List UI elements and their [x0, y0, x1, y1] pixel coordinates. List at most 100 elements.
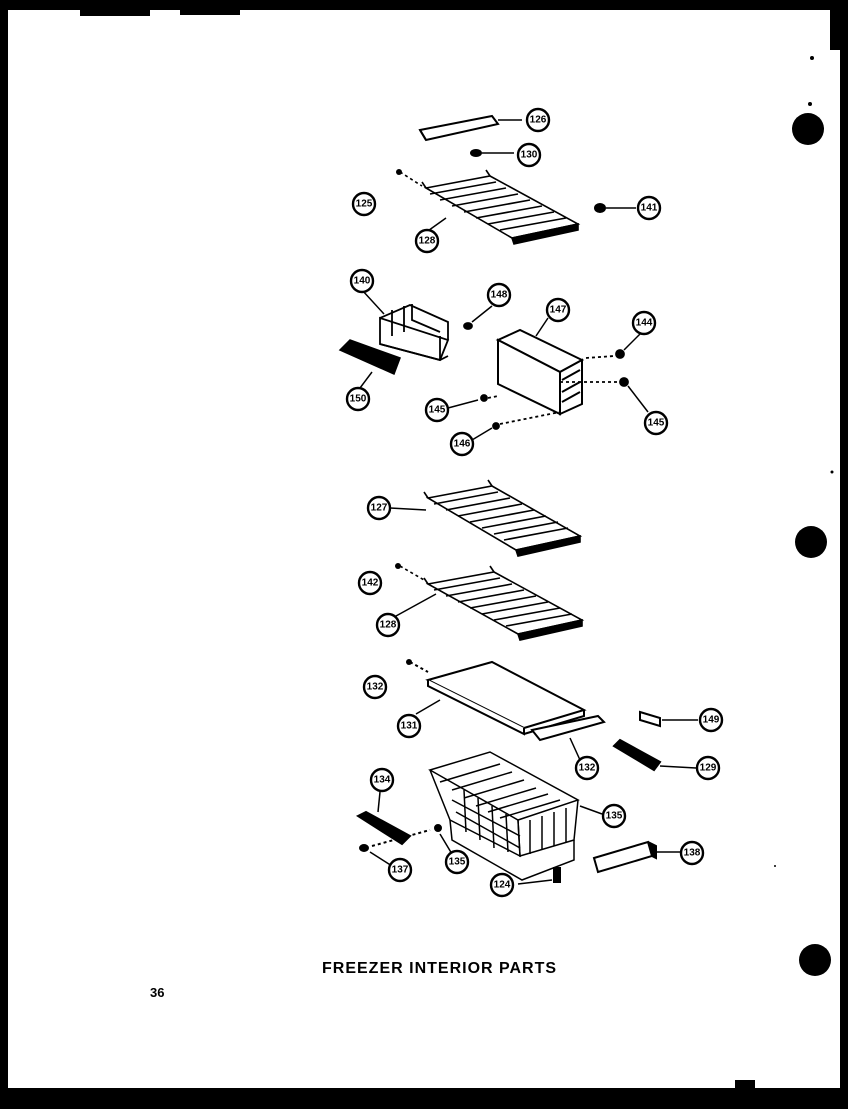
binder-hole-top	[792, 113, 824, 145]
callout-bubble	[631, 310, 657, 336]
callout-bubble	[387, 857, 413, 883]
callout-c7: 148	[486, 282, 512, 308]
part-front-trim-132	[530, 714, 606, 761]
part-stud-142	[395, 563, 401, 569]
callout-label: 149	[703, 715, 720, 726]
callout-label: 147	[550, 305, 567, 316]
callout-label: 131	[401, 721, 418, 732]
part-pin-124	[517, 867, 561, 885]
callout-bubble	[444, 849, 470, 875]
callout-label: 128	[380, 620, 397, 631]
callout-label: 130	[521, 150, 538, 161]
callout-bubble	[357, 570, 383, 596]
binder-hole-middle	[795, 526, 827, 558]
callout-label: 127	[371, 503, 388, 514]
callout-c4: 128	[414, 228, 440, 254]
callout-label: 124	[494, 880, 511, 891]
callout-label: 144	[636, 318, 653, 329]
callout-c12: 145	[643, 410, 669, 436]
callout-c2: 130	[516, 142, 542, 168]
callout-label: 142	[362, 578, 379, 589]
callout-c15: 142	[357, 570, 383, 596]
callout-c19: 149	[698, 707, 724, 733]
callout-bubble	[375, 612, 401, 638]
callout-c17: 132	[362, 674, 388, 700]
callout-label: 128	[419, 236, 436, 247]
callout-bubble	[695, 755, 721, 781]
callout-label: 140	[354, 276, 371, 287]
part-stud-132	[406, 659, 412, 665]
callout-c3: 125	[351, 191, 377, 217]
binder-hole-bottom	[799, 944, 831, 976]
part-wire-basket-136	[428, 751, 603, 881]
callout-label: 132	[367, 682, 384, 693]
callout-bubble	[698, 707, 724, 733]
callout-label: 148	[491, 290, 508, 301]
part-clip-144	[560, 333, 649, 413]
callout-c24: 137	[387, 857, 413, 883]
callout-bubble	[486, 282, 512, 308]
callout-c16: 128	[375, 612, 401, 638]
callout-label: 146	[454, 439, 471, 450]
part-front-cover-138	[592, 840, 680, 874]
part-screws-145-146	[447, 394, 561, 441]
callout-bubble	[396, 713, 422, 739]
callout-bubble	[349, 268, 375, 294]
callout-bubble	[679, 840, 705, 866]
callout-c13: 146	[449, 431, 475, 457]
callout-c18: 131	[396, 713, 422, 739]
callout-label: 126	[530, 115, 547, 126]
callout-label: 134	[374, 775, 391, 786]
callout-label: 129	[700, 763, 717, 774]
callout-bubble	[636, 195, 662, 221]
callout-label: 145	[648, 418, 665, 429]
part-clip-141	[594, 203, 636, 213]
callout-label: 132	[579, 763, 596, 774]
callout-c5: 141	[636, 195, 662, 221]
part-rail-134	[355, 791, 453, 867]
part-stud-125	[396, 169, 402, 175]
callout-bubble	[345, 386, 371, 412]
callout-label: 141	[641, 203, 658, 214]
callout-bubble	[369, 767, 395, 793]
callout-c1: 126	[525, 107, 551, 133]
callout-label: 145	[429, 405, 446, 416]
callout-c20: 132	[574, 755, 600, 781]
page-number: 36	[150, 985, 164, 1000]
callout-c11: 145	[424, 397, 450, 423]
part-box-147	[495, 317, 585, 416]
part-rail-129	[612, 738, 697, 772]
part-screw-130	[470, 149, 514, 157]
callout-bubble	[545, 297, 571, 323]
callout-bubble	[351, 191, 377, 217]
callout-c25: 135	[444, 849, 470, 875]
callout-label: 137	[392, 865, 409, 876]
callout-bubble	[489, 872, 515, 898]
callout-bubble	[424, 397, 450, 423]
callout-label: 125	[356, 199, 373, 210]
callout-c26: 138	[679, 840, 705, 866]
callout-layer: 1261301251281411401481471441501451451461…	[345, 107, 724, 898]
callout-c27: 124	[489, 872, 515, 898]
callout-bubble	[601, 803, 627, 829]
callout-c9: 144	[631, 310, 657, 336]
callout-label: 135	[449, 857, 466, 868]
part-screw-148	[463, 305, 493, 330]
callout-c23: 135	[601, 803, 627, 829]
scan-specks	[20, 10, 840, 1100]
callout-bubble	[449, 431, 475, 457]
callout-c8: 147	[545, 297, 571, 323]
callout-bubble	[574, 755, 600, 781]
callout-bubble	[525, 107, 551, 133]
callout-c21: 129	[695, 755, 721, 781]
part-wire-shelf-128	[395, 565, 585, 641]
callout-bubble	[362, 674, 388, 700]
diagram-sheet	[8, 10, 840, 1088]
callout-c6: 140	[349, 268, 375, 294]
part-clip-149	[639, 710, 698, 728]
part-wire-shelf-top	[399, 169, 581, 245]
diagram-title: FREEZER INTERIOR PARTS	[322, 960, 557, 977]
callout-bubble	[516, 142, 542, 168]
